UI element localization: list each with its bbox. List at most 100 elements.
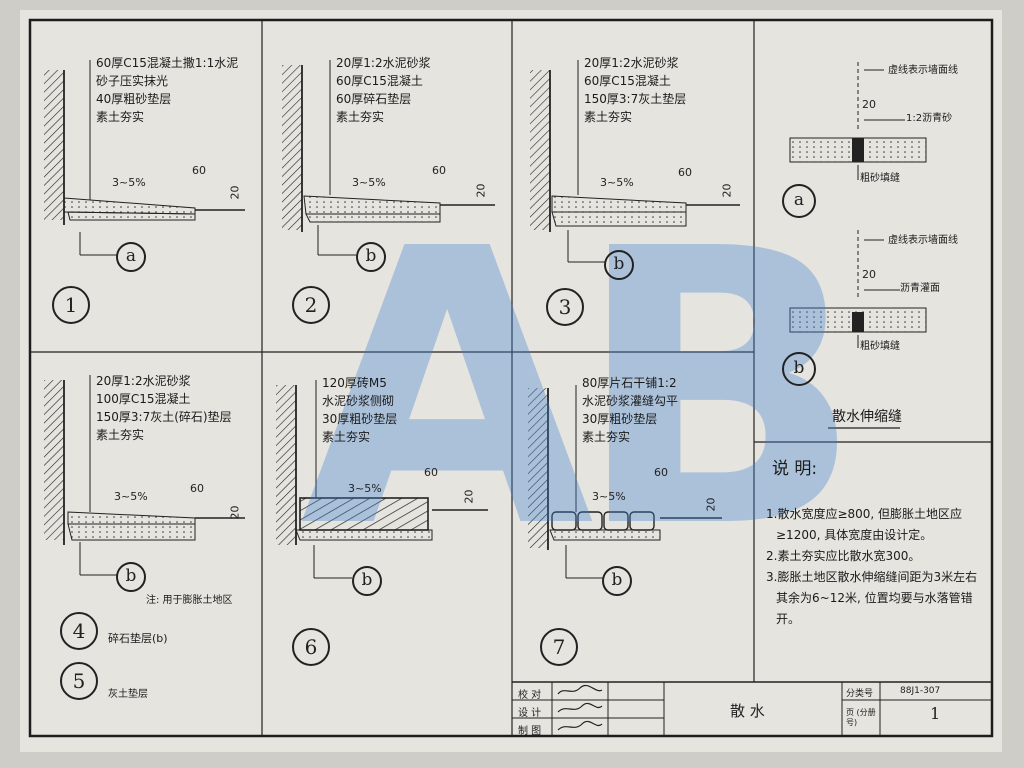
detail-number: 2 <box>292 286 330 324</box>
swell-note: 注: 用于膨胀土地区 <box>146 595 233 606</box>
joint-b-dashed-note: 虚线表示墙面线 <box>888 235 958 246</box>
label-line: 素土夯实 <box>582 430 631 444</box>
dim-top: 60 <box>192 164 206 177</box>
tb-row-draw: 制 图 <box>518 726 542 737</box>
label-line: 水泥砂浆侧砌 <box>322 394 395 408</box>
label-line: 120厚砖M5 <box>322 376 387 390</box>
joint-a-circle: a <box>782 184 816 218</box>
outer-frame <box>28 18 994 738</box>
label-line: 100厚C15混凝土 <box>96 392 191 406</box>
dim-side: 20 <box>474 183 488 198</box>
signatures <box>557 684 603 731</box>
ref-circle: b <box>356 242 386 272</box>
tb-row-design: 设 计 <box>518 708 542 719</box>
joint-b-circle: b <box>782 352 816 386</box>
tb-page-value: 1 <box>930 704 941 723</box>
legend-5-text: 灰土垫层 <box>108 689 148 700</box>
label-line: 砂子压实抹光 <box>96 74 169 88</box>
label-line: 20厚1:2水泥砂浆 <box>96 374 191 388</box>
detail-number: 1 <box>52 286 90 324</box>
ref-circle: b <box>602 566 632 596</box>
label-line: 60厚C15混凝土 <box>336 74 423 88</box>
detail-4-drawing <box>44 375 245 576</box>
title-block <box>512 681 992 736</box>
ref-circle: b <box>604 250 634 280</box>
paper <box>20 10 1002 752</box>
note-line: 2.素土夯实应比散水宽300。 <box>766 549 921 563</box>
tb-cat-label: 分类号 <box>846 689 874 699</box>
dim-side: 20 <box>228 185 242 200</box>
detail-1-drawing <box>44 60 245 256</box>
joint-a-grout: 粗砂填缝 <box>860 173 900 184</box>
detail-number: 6 <box>292 628 330 666</box>
detail-6-labels: 120厚砖M5 水泥砂浆侧砌 30厚粗砂垫层 素土夯实 <box>322 374 397 446</box>
detail-3-drawing <box>530 60 740 263</box>
dim-side: 20 <box>228 505 242 520</box>
slope-label: 3~5% <box>348 482 382 495</box>
note-line: 其余为6~12米, 位置均要与水落管错 <box>776 591 973 605</box>
label-line: 150厚3:7灰土(碎石)垫层 <box>96 410 232 424</box>
dim-top: 60 <box>432 164 446 177</box>
label-line: 60厚碎石垫层 <box>336 92 412 106</box>
detail-4-labels: 20厚1:2水泥砂浆 100厚C15混凝土 150厚3:7灰土(碎石)垫层 素土… <box>96 372 232 444</box>
dim-top: 60 <box>190 482 204 495</box>
label-line: 30厚粗砂垫层 <box>322 412 398 426</box>
detail-7-labels: 80厚片石干铺1:2 水泥砂浆灌缝勾平 30厚粗砂垫层 素土夯实 <box>582 374 678 446</box>
label-line: 素土夯实 <box>96 110 145 124</box>
label-line: 素土夯实 <box>96 428 145 442</box>
dim-side: 20 <box>462 489 476 504</box>
joint-b-dim: 20 <box>862 268 876 281</box>
legend-4-text: 碎石垫层(b) <box>108 632 168 645</box>
detail-2-labels: 20厚1:2水泥砂浆 60厚C15混凝土 60厚碎石垫层 素土夯实 <box>336 54 431 126</box>
detail-6-drawing <box>276 380 488 579</box>
joint-a-dim: 20 <box>862 98 876 111</box>
joint-a-fill: 1:2沥青砂 <box>906 113 953 124</box>
joint-b-grout: 粗砂填缝 <box>860 341 900 352</box>
watermark: AB <box>300 168 864 611</box>
detail-1-labels: 60厚C15混凝土撒1:1水泥 砂子压实抹光 40厚粗砂垫层 素土夯实 <box>96 54 238 126</box>
label-line: 80厚片石干铺1:2 <box>582 376 677 390</box>
label-line: 60厚C15混凝土 <box>584 74 671 88</box>
dim-side: 20 <box>720 183 734 198</box>
tb-cat-value: 88J1-307 <box>900 686 941 696</box>
note-line: 开。 <box>776 612 801 626</box>
tb-row-check: 校 对 <box>518 690 542 701</box>
tb-title: 散 水 <box>730 702 765 720</box>
dim-top: 60 <box>654 466 668 479</box>
label-line: 20厚1:2水泥砂浆 <box>336 56 431 70</box>
joint-b-fill: 沥青灌面 <box>900 283 940 294</box>
tb-page-label: 页 (分册号) <box>846 708 876 727</box>
detail-3-labels: 20厚1:2水泥砂浆 60厚C15混凝土 150厚3:7灰土垫层 素土夯实 <box>584 54 686 126</box>
slope-label: 3~5% <box>352 176 386 189</box>
note-line: 3.膨胀土地区散水伸缩缝间距为3米左右 <box>766 570 978 584</box>
joints-title: 散水伸缩缝 <box>832 409 902 425</box>
ref-circle: a <box>116 242 146 272</box>
detail-7-drawing <box>528 385 722 579</box>
label-line: 20厚1:2水泥砂浆 <box>584 56 679 70</box>
note-line: ≥1200, 具体宽度由设计定。 <box>776 528 933 542</box>
label-line: 150厚3:7灰土垫层 <box>584 92 687 106</box>
note-line: 1.散水宽度应≥800, 但膨胀土地区应 <box>766 507 963 521</box>
slope-label: 3~5% <box>112 176 146 189</box>
notes-body: 1.散水宽度应≥800, 但膨胀土地区应 ≥1200, 具体宽度由设计定。 2.… <box>766 504 977 630</box>
dim-top: 60 <box>424 466 438 479</box>
detail-number: 4 <box>60 612 98 650</box>
slope-label: 3~5% <box>592 490 626 503</box>
detail-number: 7 <box>540 628 578 666</box>
label-line: 30厚粗砂垫层 <box>582 412 658 426</box>
slope-label: 3~5% <box>114 490 148 503</box>
label-line: 水泥砂浆灌缝勾平 <box>582 394 679 408</box>
detail-number: 3 <box>546 288 584 326</box>
label-line: 素土夯实 <box>584 110 633 124</box>
slope-label: 3~5% <box>600 176 634 189</box>
label-line: 素土夯实 <box>322 430 371 444</box>
joint-b-drawing <box>789 230 927 348</box>
label-line: 40厚粗砂垫层 <box>96 92 172 106</box>
label-line: 素土夯实 <box>336 110 385 124</box>
ref-circle: b <box>352 566 382 596</box>
joint-a-drawing <box>789 62 927 180</box>
joint-a-dashed-note: 虚线表示墙面线 <box>888 65 958 76</box>
dim-top: 60 <box>678 166 692 179</box>
